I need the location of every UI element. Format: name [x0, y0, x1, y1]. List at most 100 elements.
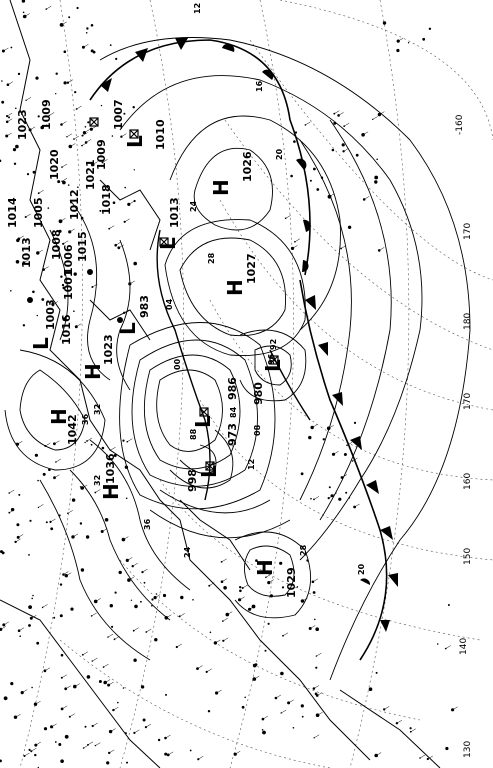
- station-dot: [32, 290, 35, 294]
- station-dot: [133, 199, 136, 203]
- station-barb: [22, 689, 28, 693]
- station-dot: [140, 600, 142, 603]
- station-barb: [314, 734, 320, 739]
- station-dot: [10, 290, 12, 292]
- isobars: [4, 37, 471, 681]
- isobar-label: 28: [299, 544, 308, 556]
- station-dot: [0, 159, 2, 163]
- station-barb: [70, 143, 76, 147]
- station-dot: [445, 746, 449, 751]
- station-dot: [322, 438, 325, 441]
- station-dot: [45, 521, 48, 524]
- station-dot: [62, 180, 66, 185]
- station-dot: [48, 468, 51, 472]
- station-dot: [114, 591, 117, 594]
- high-letter: H: [253, 559, 277, 576]
- station-barb: [265, 574, 272, 578]
- station-barb: [285, 215, 291, 219]
- station-barb: [235, 750, 241, 755]
- high-center: H 1042: [47, 408, 79, 445]
- station-barb: [254, 675, 260, 680]
- station-dot: [293, 140, 296, 143]
- station-barb: [92, 161, 98, 165]
- high-letter: H: [209, 179, 233, 196]
- pressure-label: 1001: [62, 269, 75, 300]
- station-dot: [315, 627, 320, 631]
- station-dot: [327, 194, 332, 199]
- station-barb: [18, 627, 25, 631]
- coastlines: [0, 0, 441, 768]
- station-dot: [1, 100, 5, 104]
- station-barb: [133, 627, 139, 631]
- station-barb: [95, 742, 101, 746]
- station-dot: [32, 170, 36, 174]
- station-dot: [73, 272, 77, 276]
- station-dot: [281, 586, 285, 589]
- station-barb: [103, 663, 109, 668]
- station-dot: [134, 604, 138, 609]
- station-dot: [133, 169, 135, 171]
- station-barb: [65, 685, 71, 690]
- station-dot: [239, 589, 242, 593]
- station-dot: [12, 148, 17, 152]
- station-barb: [3, 47, 9, 52]
- station-dot: [43, 727, 48, 731]
- station-dot: [262, 730, 266, 735]
- station-barb: [344, 122, 350, 127]
- station-barb: [372, 116, 378, 120]
- isobar-label: 12: [247, 459, 256, 470]
- low-pressure: 1016: [60, 314, 73, 345]
- station-dot: [124, 186, 126, 189]
- low-center: L 1010: [123, 119, 167, 150]
- station-barb: [24, 13, 30, 17]
- pressure-label: 1015: [76, 231, 89, 262]
- station-dot: [80, 216, 84, 220]
- station-dot: [47, 207, 50, 209]
- isobar-label: 32: [93, 404, 102, 415]
- station-dot: [279, 561, 283, 565]
- high-pressure: 1023: [102, 334, 115, 365]
- station-barb: [23, 259, 29, 263]
- station-dot: [60, 653, 64, 657]
- station-dot: [251, 604, 256, 609]
- station-dot: [374, 180, 378, 184]
- station-dot: [345, 491, 348, 494]
- station-dot: [76, 6, 79, 10]
- station-dot: [447, 604, 450, 606]
- station-dot: [209, 631, 212, 634]
- high-centers: H 1026 H 1027 H 1042 H 1029 H 1023 H 103…: [47, 151, 298, 598]
- station-dot: [62, 286, 66, 290]
- station-barb: [38, 504, 44, 508]
- station-dot: [84, 441, 86, 444]
- station-dot: [58, 229, 62, 233]
- station-barb: [364, 196, 370, 200]
- station-barb: [215, 639, 221, 644]
- station-dot: [292, 727, 295, 729]
- station-barb: [268, 579, 274, 583]
- station-dot: [106, 761, 110, 765]
- low-pressure: 973: [226, 423, 239, 446]
- low-letter: L: [116, 322, 140, 335]
- station-barb: [92, 722, 98, 727]
- lon-label: 140: [459, 638, 469, 655]
- station-barb: [166, 614, 172, 619]
- station-dot: [233, 752, 237, 756]
- station-dot: [70, 607, 74, 611]
- station-barb: [127, 438, 133, 442]
- station-dot: [422, 37, 426, 41]
- high-center: H 1036: [99, 453, 123, 500]
- station-barb: [0, 626, 6, 630]
- low-centers: L 1013 L 983 L 986 L 973 980 L 998 L 101…: [29, 99, 285, 492]
- station-barb: [197, 665, 203, 669]
- station-barb: [67, 79, 74, 83]
- station-dot: [280, 671, 284, 676]
- station-barb: [113, 706, 119, 711]
- station-dot: [85, 32, 88, 34]
- station-barb: [107, 633, 114, 638]
- station-dot: [32, 594, 34, 597]
- station-barb: [38, 189, 44, 194]
- station-barb: [198, 755, 204, 760]
- low-center: 1016: [60, 314, 73, 345]
- station-barb: [51, 723, 57, 728]
- station-dot: [15, 260, 20, 264]
